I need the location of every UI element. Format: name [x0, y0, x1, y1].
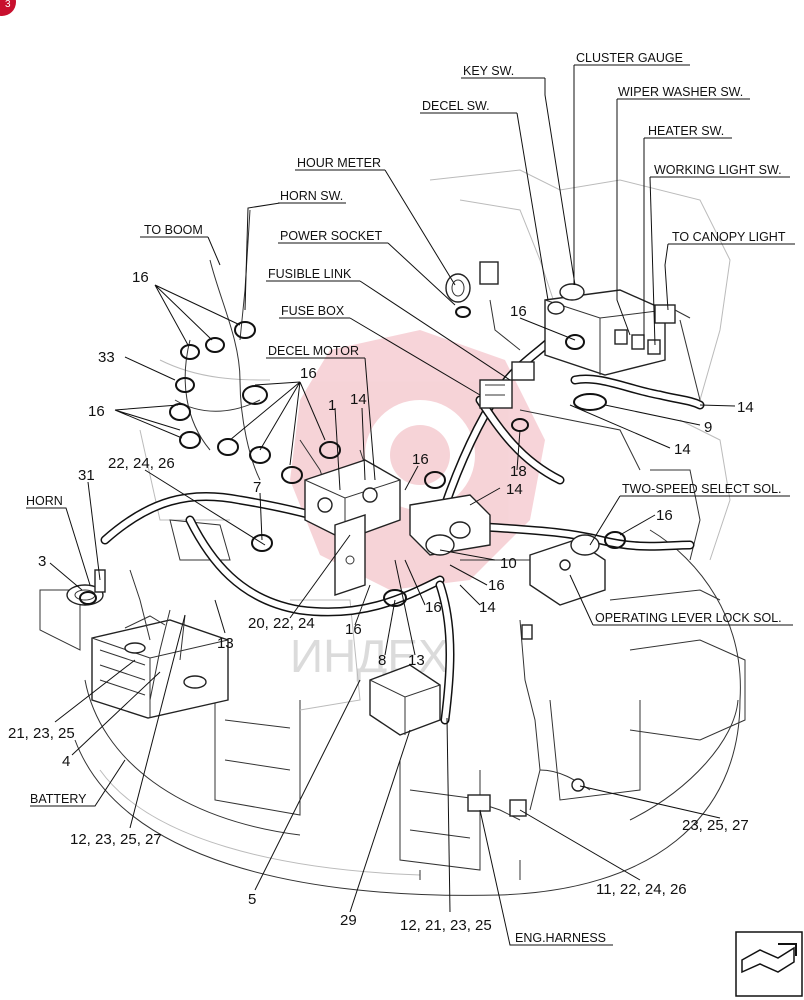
callout-23-25-27: 23, 25, 27: [682, 817, 749, 834]
label-to-canopy-light: TO CANOPY LIGHT: [672, 230, 786, 244]
decel-motor: [304, 459, 401, 596]
next-page-box[interactable]: [735, 931, 803, 997]
label-power-socket: POWER SOCKET: [280, 229, 382, 243]
callout-16-low: 16: [488, 577, 505, 594]
callout-29: 29: [340, 912, 357, 929]
label-key-sw: KEY SW.: [463, 64, 514, 78]
callout-5: 5: [248, 891, 256, 908]
label-working-light-sw: WORKING LIGHT SW.: [654, 163, 782, 177]
leader-lines: [26, 65, 793, 946]
label-battery: BATTERY: [30, 792, 87, 806]
label-wiper-washer-sw: WIPER WASHER SW.: [618, 85, 743, 99]
callout-13-left: 13: [217, 635, 234, 652]
callout-22-24-26: 22, 24, 26: [108, 455, 175, 472]
label-decel-motor: DECEL MOTOR: [268, 344, 359, 358]
label-to-boom: TO BOOM: [144, 223, 203, 237]
callout-12-21-23-25: 12, 21, 23, 25: [400, 917, 492, 934]
callout-12-23-25-27: 12, 23, 25, 27: [70, 831, 162, 848]
callout-21-23-25: 21, 23, 25: [8, 725, 75, 742]
horn: [66, 569, 106, 606]
solenoid-block: [529, 534, 606, 606]
label-fuse-box: FUSE BOX: [281, 304, 345, 318]
callout-9: 9: [704, 419, 712, 436]
callout-1: 1: [328, 397, 336, 414]
callout-33: 33: [98, 349, 115, 366]
callout-14-right: 14: [737, 399, 754, 416]
arrow-icon: [741, 946, 795, 974]
hour-meter: [445, 261, 499, 318]
label-hour-meter: HOUR METER: [297, 156, 381, 170]
callout-14-mid: 14: [506, 481, 523, 498]
label-eng-harness: ENG.HARNESS: [515, 931, 606, 945]
battery-body: [91, 615, 229, 719]
clamps: [79, 321, 626, 607]
junction-box-lower: [369, 664, 441, 736]
callout-8: 8: [378, 652, 386, 669]
callout-16-right: 16: [656, 507, 673, 524]
callout-13-center: 13: [408, 652, 425, 669]
label-operating-lever-lock-sol: OPERATING LEVER LOCK SOL.: [595, 611, 782, 625]
callout-16-left-top: 16: [132, 269, 149, 286]
callout-16-bottom-left: 16: [345, 621, 362, 638]
svg-text:3: 3: [5, 0, 11, 10]
callout-4: 4: [62, 753, 70, 770]
label-horn: HORN: [26, 494, 63, 508]
fuse-box: [479, 361, 535, 409]
switch-panel: [544, 283, 691, 376]
callout-18: 18: [510, 463, 527, 480]
eng-harness-connectors: [467, 624, 585, 817]
label-heater-sw: HEATER SW.: [648, 124, 724, 138]
component-labels: CLUSTER GAUGE KEY SW. WIPER WASHER SW. D…: [26, 51, 795, 945]
label-horn-sw: HORN SW.: [280, 189, 343, 203]
callout-14-low: 14: [479, 599, 496, 616]
callout-14-right-low: 14: [674, 441, 691, 458]
callout-16-top-right: 16: [510, 303, 527, 320]
callout-7: 7: [253, 479, 261, 496]
callout-16-center: 16: [300, 365, 317, 382]
callout-numbers: 16 33 16 16 14 1 16 14 18 16 14 9 14 16 …: [8, 269, 754, 934]
callout-3: 3: [38, 553, 46, 570]
corner-badge: 3: [0, 0, 16, 16]
callout-16-bottom: 16: [425, 599, 442, 616]
label-cluster-gauge: CLUSTER GAUGE: [576, 51, 683, 65]
callout-11-22-24-26: 11, 22, 24, 26: [596, 881, 687, 898]
callout-31: 31: [78, 467, 95, 484]
label-fusible-link: FUSIBLE LINK: [268, 267, 352, 281]
callout-16-left-mid: 16: [88, 403, 105, 420]
callout-16-mid: 16: [412, 451, 429, 468]
callout-14-center: 14: [350, 391, 367, 408]
label-decel-sw: DECEL SW.: [422, 99, 490, 113]
callout-20-22-24: 20, 22, 24: [248, 615, 315, 632]
callout-10: 10: [500, 555, 517, 572]
central-relay-block: [409, 494, 491, 556]
label-two-speed-select-sol: TWO-SPEED SELECT SOL.: [622, 482, 782, 496]
